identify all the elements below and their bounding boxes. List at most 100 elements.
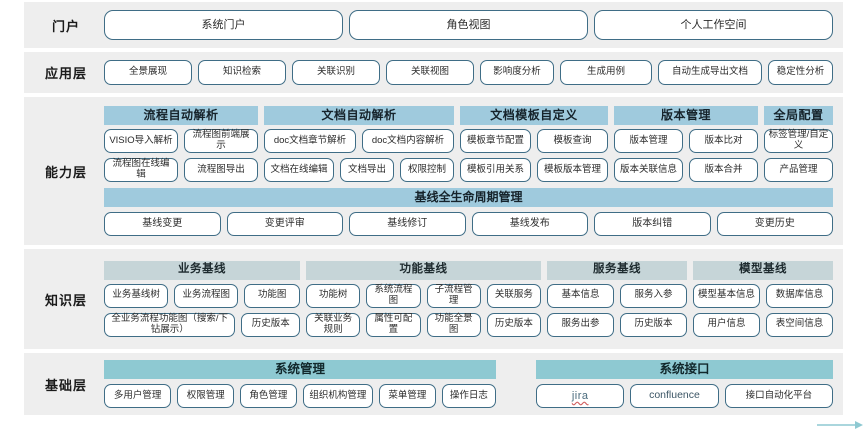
base-item-menu-mgmt[interactable]: 菜单管理 <box>379 384 436 409</box>
cap-item-version-compare[interactable]: 版本比对 <box>689 129 758 153</box>
cap-item-flow-online-edit[interactable]: 流程图在线编辑 <box>104 158 178 182</box>
knowledge-row: 用户信息 表空间信息 <box>693 312 833 337</box>
cap-item-template-chapter-config[interactable]: 模板章节配置 <box>460 129 531 153</box>
knowledge-group-title-business-baseline: 业务基线 <box>104 261 300 280</box>
capability-group-rows-doc-parsing: doc文档章节解析 doc文档内容解析 文档在线编辑 文档导出 权限控制 <box>264 129 454 182</box>
layer-body-base: 系统管理 多用户管理 权限管理 角色管理 组织机构管理 菜单管理 操作日志 系统… <box>104 359 834 409</box>
kn-item-basic-info[interactable]: 基本信息 <box>547 283 614 308</box>
cap-item-template-query[interactable]: 模板查询 <box>537 129 608 153</box>
base-item-jira[interactable]: jira <box>536 384 625 409</box>
kn-item-business-flow-chart[interactable]: 业务流程图 <box>174 283 239 308</box>
app-item-relation-recognition[interactable]: 关联识别 <box>292 60 380 85</box>
kn-item-system-flow-chart[interactable]: 系统流程图 <box>366 283 421 308</box>
layer-body-capability: 流程自动解析 VISIO导入解析 流程图前端展示 流程图在线编辑 流程图导出 <box>104 106 833 236</box>
cap-item-version-management[interactable]: 版本管理 <box>614 129 683 153</box>
base-item-permission-mgmt[interactable]: 权限管理 <box>177 384 235 409</box>
portal-item-system-portal[interactable]: 系统门户 <box>104 10 343 40</box>
capability-group-title-doc-parsing: 文档自动解析 <box>264 106 454 125</box>
app-item-knowledge-search[interactable]: 知识检索 <box>198 60 286 85</box>
capability-row: VISIO导入解析 流程图前端展示 <box>104 129 258 153</box>
base-item-multi-user-mgmt[interactable]: 多用户管理 <box>104 384 172 409</box>
cap-item-baseline-publish[interactable]: 基线发布 <box>471 212 588 236</box>
cap-item-version-correct[interactable]: 版本纠错 <box>594 212 711 236</box>
knowledge-group-function-baseline: 功能基线 功能树 系统流程图 子流程管理 关联服务 关联业务规则 属性可配置 功… <box>306 261 541 337</box>
kn-item-function-panorama[interactable]: 功能全景图 <box>426 312 481 337</box>
kn-item-full-business-flow-function-chart[interactable]: 全业务流程功能图（搜索/下钻展示） <box>104 312 236 337</box>
capability-group-rows-process-parsing: VISIO导入解析 流程图前端展示 流程图在线编辑 流程图导出 <box>104 129 258 182</box>
kn-item-history-version[interactable]: 历史版本 <box>241 312 300 337</box>
kn-item-service-output-param[interactable]: 服务出参 <box>547 312 614 337</box>
kn-item-related-service[interactable]: 关联服务 <box>486 283 541 308</box>
base-item-operation-log[interactable]: 操作日志 <box>441 384 496 409</box>
layer-base: 基础层 系统管理 多用户管理 权限管理 角色管理 组织机构管理 菜单管理 操作日… <box>24 353 843 415</box>
kn-item-business-baseline-tree[interactable]: 业务基线树 <box>104 283 169 308</box>
base-group-system-management: 系统管理 多用户管理 权限管理 角色管理 组织机构管理 菜单管理 操作日志 <box>104 359 496 409</box>
cap-item-baseline-revise[interactable]: 基线修订 <box>349 212 466 236</box>
cap-item-doc-chapter-parse[interactable]: doc文档章节解析 <box>264 129 356 153</box>
cap-item-flow-export[interactable]: 流程图导出 <box>184 158 258 182</box>
cap-item-template-reference[interactable]: 模板引用关系 <box>460 158 531 182</box>
layer-application: 应用层 全景展现 知识检索 关联识别 关联视图 影响度分析 生成用例 自动生成导… <box>24 52 843 93</box>
app-item-generate-case[interactable]: 生成用例 <box>560 60 652 85</box>
kn-item-tablespace-info[interactable]: 表空间信息 <box>766 312 833 337</box>
kn-item-function-chart[interactable]: 功能图 <box>244 283 300 308</box>
knowledge-groups: 业务基线 业务基线树 业务流程图 功能图 全业务流程功能图（搜索/下钻展示） 历… <box>104 261 833 337</box>
kn-item-database-info[interactable]: 数据库信息 <box>766 283 833 308</box>
cap-item-visio-import-parse[interactable]: VISIO导入解析 <box>104 129 178 153</box>
layer-label-capability: 能力层 <box>44 164 87 180</box>
cap-item-tag-management[interactable]: 标签管理/自定义 <box>764 129 833 153</box>
layer-knowledge: 知识层 业务基线 业务基线树 业务流程图 功能图 全业务流程功能图（搜索/下钻展… <box>24 249 843 349</box>
kn-item-service-input-param[interactable]: 服务入参 <box>620 283 687 308</box>
capability-group-title-global-config: 全局配置 <box>764 106 833 125</box>
cap-item-doc-export[interactable]: 文档导出 <box>340 158 395 182</box>
cap-item-doc-online-edit[interactable]: 文档在线编辑 <box>264 158 335 182</box>
app-item-relation-view[interactable]: 关联视图 <box>386 60 474 85</box>
app-item-panorama[interactable]: 全景展现 <box>104 60 192 85</box>
kn-item-function-tree[interactable]: 功能树 <box>306 283 361 308</box>
kn-item-history-version[interactable]: 历史版本 <box>486 312 541 337</box>
kn-item-history-version[interactable]: 历史版本 <box>620 312 687 337</box>
cap-item-product-management[interactable]: 产品管理 <box>764 158 833 182</box>
jira-logo-icon: jira <box>571 390 589 403</box>
base-item-org-structure-mgmt[interactable]: 组织机构管理 <box>302 384 374 409</box>
kn-item-subprocess-mgmt[interactable]: 子流程管理 <box>426 283 481 308</box>
app-item-stability-analysis[interactable]: 稳定性分析 <box>768 60 833 85</box>
capability-group-rows-doc-template: 模板章节配置 模板查询 模板引用关系 模板版本管理 <box>460 129 608 182</box>
cap-item-change-review[interactable]: 变更评审 <box>226 212 343 236</box>
base-item-confluence[interactable]: confluence <box>630 384 719 409</box>
layer-capability: 能力层 流程自动解析 VISIO导入解析 流程图前端展示 流程图在线编辑 流程图… <box>24 97 843 245</box>
app-item-impact-analysis[interactable]: 影响度分析 <box>480 60 554 85</box>
capability-row: 模板章节配置 模板查询 <box>460 129 608 153</box>
cap-item-change-history[interactable]: 变更历史 <box>716 212 833 236</box>
knowledge-group-model-baseline: 模型基线 模型基本信息 数据库信息 用户信息 表空间信息 <box>693 261 833 337</box>
capability-group-title-process-parsing: 流程自动解析 <box>104 106 258 125</box>
kn-item-attribute-configurable[interactable]: 属性可配置 <box>366 312 421 337</box>
capability-lifecycle-title: 基线全生命周期管理 <box>104 188 833 207</box>
capability-row: 产品管理 <box>764 158 833 182</box>
portal-item-role-view[interactable]: 角色视图 <box>349 10 588 40</box>
cap-item-version-relation-info[interactable]: 版本关联信息 <box>614 158 683 182</box>
kn-item-model-basic-info[interactable]: 模型基本信息 <box>693 283 760 308</box>
cap-item-flow-frontend-display[interactable]: 流程图前端展示 <box>184 129 258 153</box>
kn-item-related-business-rule[interactable]: 关联业务规则 <box>306 312 361 337</box>
cap-item-permission-control[interactable]: 权限控制 <box>400 158 454 182</box>
base-item-role-mgmt[interactable]: 角色管理 <box>240 384 297 409</box>
kn-item-user-info[interactable]: 用户信息 <box>693 312 760 337</box>
portal-item-personal-workspace[interactable]: 个人工作空间 <box>594 10 833 40</box>
base-row-system-management: 多用户管理 权限管理 角色管理 组织机构管理 菜单管理 操作日志 <box>104 384 496 409</box>
cap-item-doc-content-parse[interactable]: doc文档内容解析 <box>362 129 454 153</box>
layer-body-portal: 系统门户 角色视图 个人工作空间 <box>104 10 833 40</box>
knowledge-group-business-baseline: 业务基线 业务基线树 业务流程图 功能图 全业务流程功能图（搜索/下钻展示） 历… <box>104 261 300 337</box>
cap-item-version-merge[interactable]: 版本合并 <box>689 158 758 182</box>
capability-group-title-version-mgmt: 版本管理 <box>614 106 758 125</box>
knowledge-group-rows-model-baseline: 模型基本信息 数据库信息 用户信息 表空间信息 <box>693 283 833 337</box>
base-item-api-automation-platform[interactable]: 接口自动化平台 <box>724 384 834 409</box>
cap-item-template-version-mgmt[interactable]: 模板版本管理 <box>537 158 608 182</box>
knowledge-group-rows-service-baseline: 基本信息 服务入参 服务出参 历史版本 <box>547 283 687 337</box>
knowledge-row: 服务出参 历史版本 <box>547 312 687 337</box>
base-group-system-interface: 系统接口 jira confluence 接口自动化平台 <box>536 359 834 409</box>
cap-item-baseline-change[interactable]: 基线变更 <box>104 212 221 236</box>
app-item-auto-export-doc[interactable]: 自动生成导出文档 <box>658 60 762 85</box>
layer-body-application: 全景展现 知识检索 关联识别 关联视图 影响度分析 生成用例 自动生成导出文档 … <box>104 60 833 85</box>
